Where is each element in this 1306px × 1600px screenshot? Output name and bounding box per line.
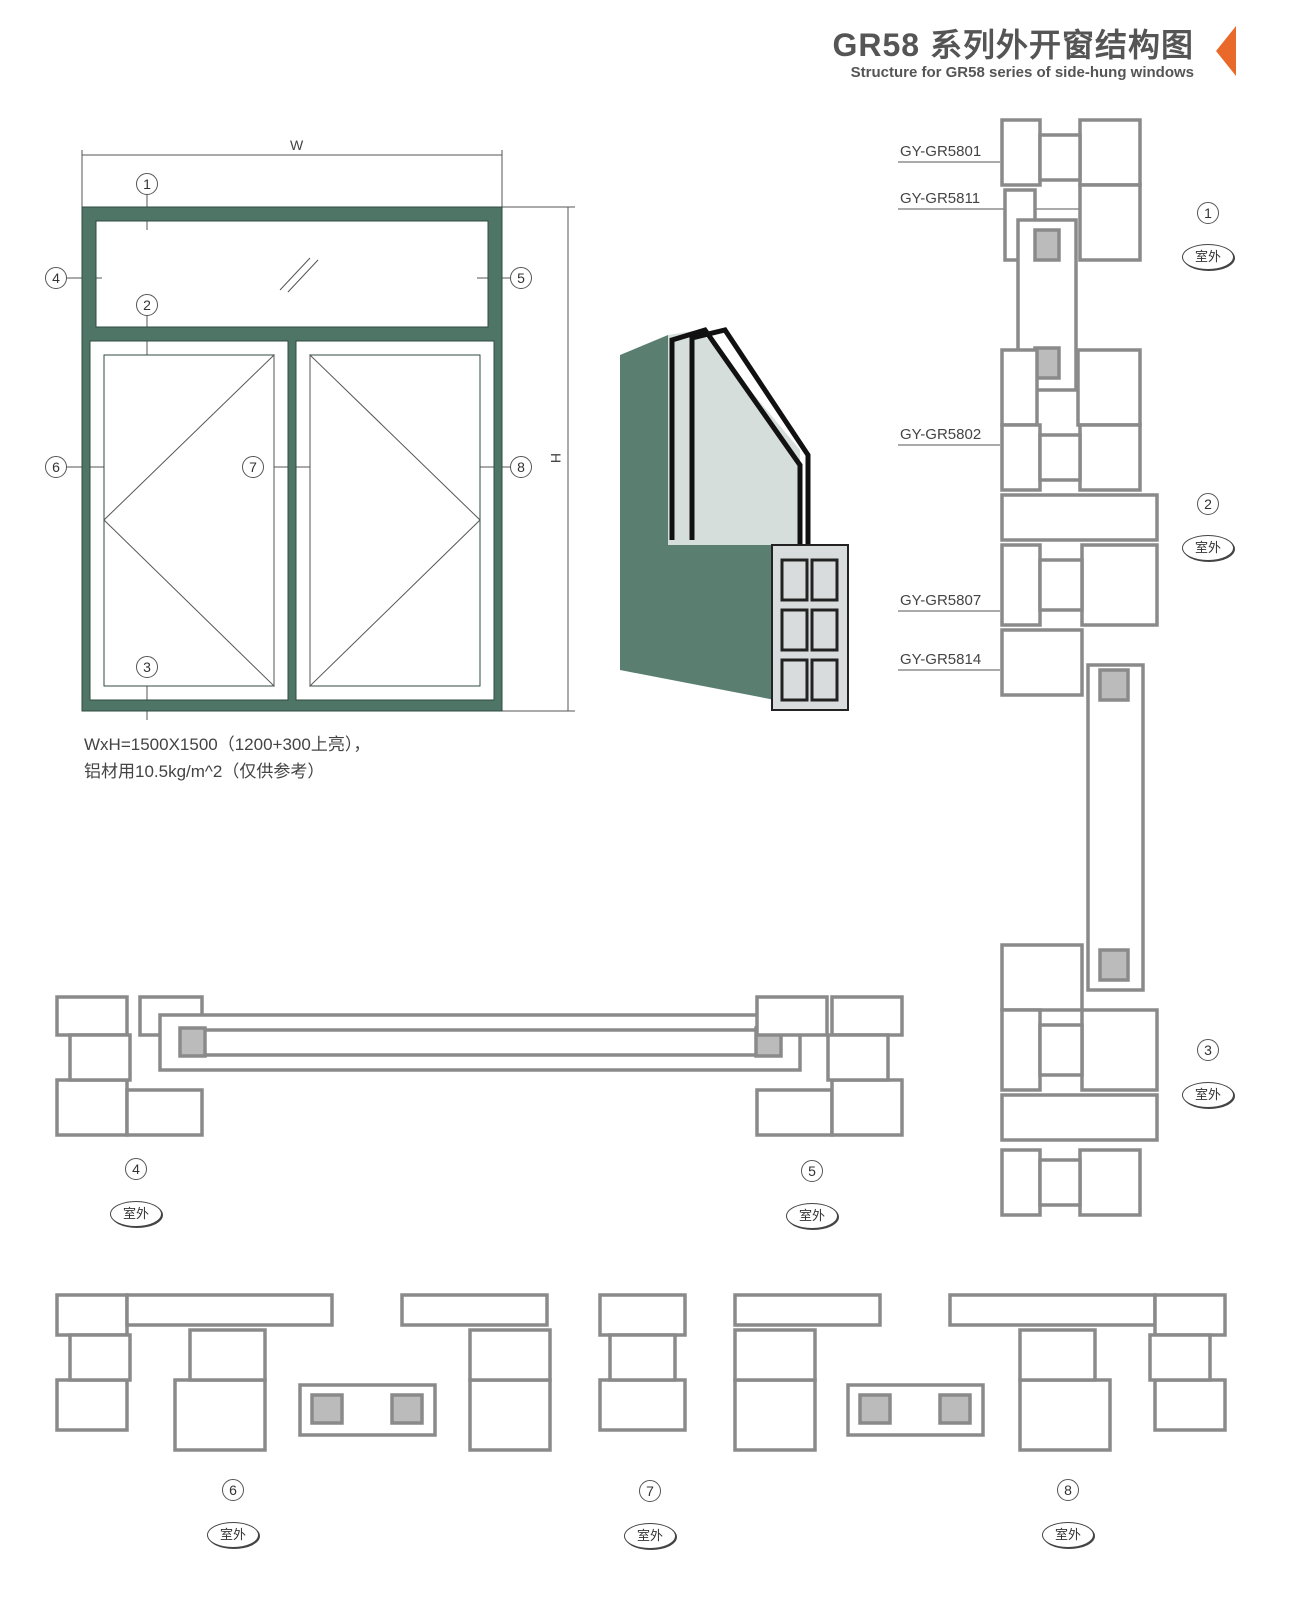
- outside-label: 室外: [1182, 244, 1234, 270]
- profile-code: GY-GR5807: [900, 592, 982, 609]
- section-number-3: 3: [1197, 1039, 1219, 1061]
- section-number-6: 6: [222, 1479, 244, 1501]
- profile-code: GY-GR5814: [900, 651, 982, 668]
- outside-label: 室外: [1182, 535, 1234, 561]
- marker-1: 1: [136, 173, 158, 195]
- marker-6: 6: [45, 456, 67, 478]
- marker-4: 4: [45, 267, 67, 289]
- outside-label: 室外: [786, 1203, 838, 1229]
- marker-2: 2: [136, 294, 158, 316]
- outside-label: 室外: [207, 1522, 259, 1548]
- outside-label: 室外: [624, 1523, 676, 1549]
- profile-code: GY-GR5801: [900, 143, 982, 160]
- spec-note-2: 铝材用10.5kg/m^2（仅供参考）: [84, 762, 325, 781]
- horizontal-section-6-7-8: [55, 1293, 1227, 1452]
- page-title: GR58 系列外开窗结构图: [832, 27, 1194, 63]
- height-label: H: [548, 452, 565, 464]
- spec-note-1: WxH=1500X1500（1200+300上亮），: [84, 735, 371, 754]
- width-label: W: [290, 137, 304, 153]
- marker-8: 8: [510, 456, 532, 478]
- outside-label: 室外: [1182, 1082, 1234, 1108]
- window-elevation: [81, 206, 503, 712]
- profile-3d-render: [620, 327, 849, 711]
- accent-arrow-icon: [1216, 26, 1236, 76]
- section-number-1: 1: [1197, 202, 1219, 224]
- profile-code: GY-GR5802: [900, 426, 982, 443]
- vertical-section: [1000, 118, 1159, 1217]
- profile-code: GY-GR5811: [900, 190, 981, 207]
- outside-label: 室外: [1042, 1522, 1094, 1548]
- marker-3: 3: [136, 656, 158, 678]
- page-subtitle: Structure for GR58 series of side-hung w…: [850, 64, 1194, 81]
- section-number-8: 8: [1057, 1479, 1079, 1501]
- section-number-4: 4: [125, 1158, 147, 1180]
- marker-7: 7: [242, 456, 264, 478]
- horizontal-section-4-5: [55, 995, 904, 1137]
- outside-label: 室外: [110, 1201, 162, 1227]
- section-number-2: 2: [1197, 493, 1219, 515]
- section-number-5: 5: [801, 1160, 823, 1182]
- section-number-7: 7: [639, 1480, 661, 1502]
- marker-5: 5: [510, 267, 532, 289]
